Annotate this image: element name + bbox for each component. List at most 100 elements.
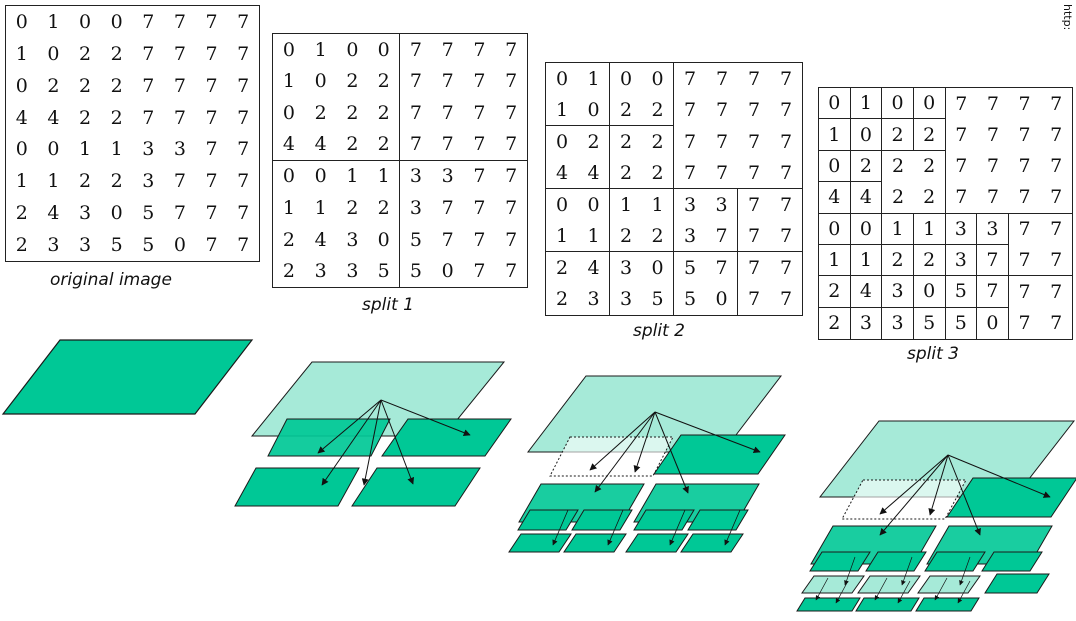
- matrix-cell: 7: [142, 74, 155, 97]
- matrix-cell: 7: [986, 155, 999, 178]
- matrix-cell: 3: [142, 138, 155, 161]
- plane-split-2-b3: [625, 533, 689, 553]
- matrix-cell: 1: [850, 244, 883, 277]
- matrix-cell: 1: [346, 165, 359, 188]
- arrow-split-1: [361, 399, 382, 486]
- matrix-cell: 0: [578, 94, 610, 126]
- matrix-cell: 7: [1050, 218, 1063, 241]
- matrix-cell: 7: [747, 99, 761, 122]
- matrix-cell: 1: [47, 170, 60, 193]
- matrix-cell: 0: [913, 88, 946, 120]
- matrix-cell: 2: [913, 244, 946, 277]
- matrix-cell: 2: [346, 196, 359, 219]
- matrix-cell: 7: [205, 42, 218, 65]
- matrix-cell: 7: [237, 106, 250, 129]
- arrow-split-3-sub: [815, 577, 829, 601]
- matrix-cell: 7: [747, 67, 761, 90]
- matrix-cell: 5: [110, 234, 123, 257]
- matrix-cell: 7: [1018, 218, 1031, 241]
- matrix-cell: 1: [578, 63, 610, 95]
- matrix-cell: 2: [819, 276, 851, 308]
- matrix-cell: 7: [747, 193, 761, 216]
- matrix-cell: 3: [47, 234, 60, 257]
- matrix-cell: 7: [683, 130, 697, 153]
- matrix-cell: 0: [642, 63, 674, 95]
- matrix-cell: 2: [79, 74, 92, 97]
- arrow-split-2-sub: [669, 509, 686, 546]
- matrix-cell: 4: [47, 202, 60, 225]
- matrix-cell: 1: [314, 38, 327, 61]
- matrix-cell: 4: [850, 182, 883, 214]
- matrix-cell: 2: [610, 95, 642, 126]
- arrow-split-3: [879, 454, 949, 515]
- caption-split-1: split 1: [362, 295, 414, 315]
- matrix-cell: 2: [282, 260, 295, 283]
- plane-split-2-l1: [517, 509, 579, 531]
- matrix-cell: 5: [409, 228, 422, 251]
- matrix-cell: 0: [110, 202, 123, 225]
- matrix-cell: 7: [473, 70, 486, 93]
- matrix-cell: 7: [173, 106, 186, 129]
- matrix-cell: 7: [431, 129, 464, 161]
- matrix-cell: 0: [882, 88, 914, 120]
- arrow-split-3-sub: [934, 577, 948, 601]
- matrix-cell: 7: [505, 102, 518, 125]
- matrix-cell: 4: [546, 158, 578, 189]
- plane-split-1-q2: [381, 418, 512, 457]
- matrix-cell: 7: [955, 155, 968, 178]
- matrix-cell: 0: [706, 283, 738, 315]
- matrix-cell: 7: [1050, 124, 1063, 147]
- matrix-cell: 7: [779, 288, 793, 311]
- matrix-cell: 2: [15, 234, 28, 257]
- arrow-split-1: [317, 399, 382, 454]
- matrix-cell: 7: [441, 70, 454, 93]
- matrix-cell: 2: [314, 102, 327, 125]
- matrix-cell: 7: [205, 74, 218, 97]
- matrix-cell: 3: [683, 193, 697, 216]
- matrix-cell: 0: [346, 38, 359, 61]
- matrix-cell: 7: [1018, 312, 1031, 335]
- plane-split-3-l2: [865, 551, 927, 572]
- matrix-cell: 7: [1018, 280, 1031, 303]
- matrix-cell: 1: [850, 88, 883, 120]
- matrix-cell: 7: [142, 42, 155, 65]
- matrix-cell: 0: [79, 10, 92, 33]
- matrix-cell: 0: [619, 67, 633, 90]
- matrix-cell: 5: [142, 234, 155, 257]
- matrix-cell: 0: [555, 67, 569, 90]
- matrix-cell: 7: [473, 260, 486, 283]
- arrow-split-2: [589, 411, 656, 471]
- matrix-cell: 4: [314, 228, 327, 251]
- caption-split-2: split 2: [633, 321, 685, 341]
- matrix-cell: 5: [642, 283, 674, 315]
- matrix-cell: 2: [79, 42, 92, 65]
- matrix-cell: 0: [15, 10, 28, 33]
- matrix-cell: 1: [619, 193, 633, 216]
- matrix-cell: 5: [946, 307, 978, 339]
- plane-split-3-m3: [917, 575, 981, 594]
- matrix-cell: 0: [578, 189, 610, 221]
- matrix-cell: 7: [779, 256, 793, 279]
- matrix-cell: 2: [79, 170, 92, 193]
- matrix-cell: 7: [1050, 92, 1063, 115]
- matrix-cell: 7: [1040, 245, 1072, 277]
- matrix-cell: 7: [1050, 312, 1063, 335]
- matrix-cell: 1: [282, 196, 295, 219]
- arrow-split-3-mid: [844, 556, 856, 586]
- matrix-cell: 3: [346, 260, 359, 283]
- matrix-cell: 7: [505, 228, 518, 251]
- arrow-split-3-sub: [897, 580, 911, 604]
- matrix-cell: 3: [578, 283, 610, 315]
- plane-split-3-q1-dotted: [841, 479, 967, 520]
- matrix-cell: 7: [463, 129, 496, 161]
- matrix-cell: 2: [346, 70, 359, 93]
- matrix-cell: 7: [173, 74, 186, 97]
- matrix-cell: 7: [1008, 245, 1041, 277]
- matrix-cell: 7: [1018, 124, 1031, 147]
- matrix-cell: 7: [237, 138, 250, 161]
- matrix-cell: 4: [850, 276, 883, 308]
- matrix-cell: 2: [110, 170, 123, 193]
